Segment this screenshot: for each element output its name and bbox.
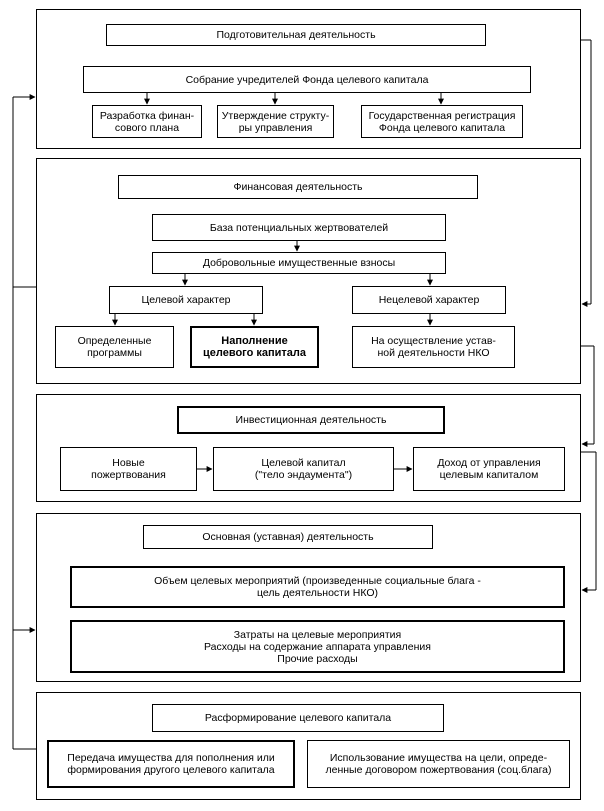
management-income-box: Доход от управления целевым капиталом [413, 447, 565, 491]
preparatory-title: Подготовительная деятельность [106, 24, 486, 46]
endowment-box: Целевой капитал ("тело эндаумента") [213, 447, 394, 491]
targeted-nature-box: Целевой характер [109, 286, 263, 314]
transfer-property-box: Передача имущества для пополнения или фо… [47, 740, 295, 788]
main-activity-title: Основная (уставная) деятельность [143, 525, 433, 549]
voluntary-contributions-box: Добровольные имущественные взносы [152, 252, 446, 274]
management-structure-box: Утверждение структу- ры управления [217, 105, 334, 138]
state-registration-box: Государственная регистрация Фонда целево… [361, 105, 523, 138]
financial-plan-box: Разработка финан- сового плана [92, 105, 202, 138]
investment-title: Инвестиционная деятельность [177, 406, 445, 434]
statutory-activity-box: На осуществление устав- ной деятельности… [352, 326, 515, 368]
new-donations-box: Новые пожертвования [60, 447, 197, 491]
non-targeted-nature-box: Нецелевой характер [352, 286, 506, 314]
activities-volume-box: Объем целевых мероприятий (произведенные… [70, 566, 565, 608]
financial-title: Финансовая деятельность [118, 175, 478, 199]
specific-programs-box: Определенные программы [55, 326, 174, 368]
founders-meeting-box: Собрание учредителей Фонда целевого капи… [83, 66, 531, 93]
use-property-box: Использование имущества на цели, опреде-… [307, 740, 570, 788]
donor-base-box: База потенциальных жертвователей [152, 214, 446, 241]
dissolution-title: Расформирование целевого капитала [152, 704, 444, 732]
capital-filling-box: Наполнение целевого капитала [190, 326, 319, 368]
costs-box: Затраты на целевые мероприятия Расходы н… [70, 620, 565, 673]
